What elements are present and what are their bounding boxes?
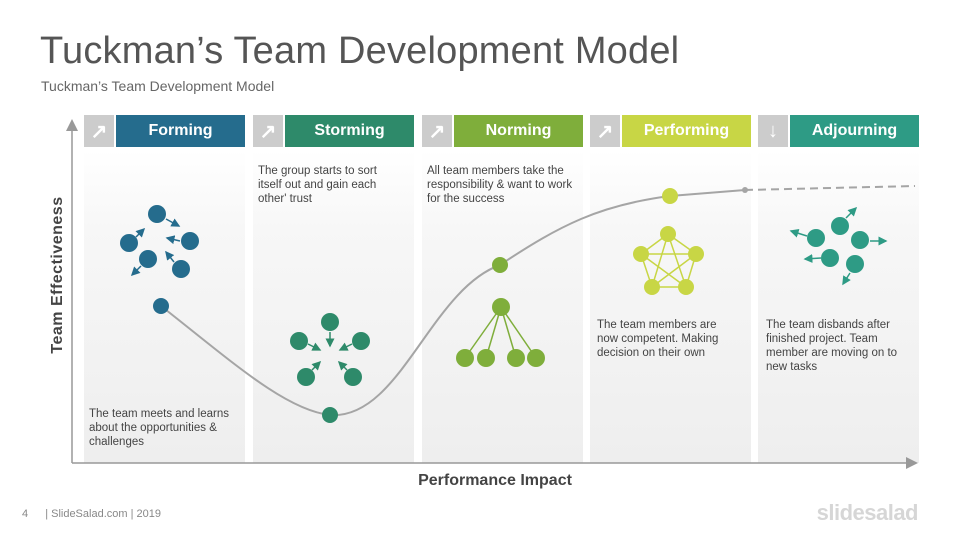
stage-description-adjourning: The team disbands after finished project… (766, 319, 898, 373)
stage-header-adjourning: ↓ Adjourning (758, 115, 919, 147)
slide-title: Tuckman’s Team Development Model (40, 30, 680, 72)
x-axis-label: Performance Impact (418, 472, 572, 489)
stage-header-forming: ↗ Forming (84, 115, 245, 147)
forming-team-icon (120, 205, 199, 278)
stage-description-storming: The group starts to sort itself out and … (258, 165, 377, 205)
stage-label: Adjourning (790, 115, 919, 147)
performance-curve-dashed (744, 185, 916, 191)
stage-column-adjourning (758, 150, 919, 463)
stage-description-norming: All team members take the responsibility… (427, 165, 573, 205)
stage-description-forming: The team meets and learns about the oppo… (89, 408, 229, 448)
page-number: 4 (22, 508, 29, 520)
performance-curve (160, 189, 746, 417)
stage-description-performing: The team members are now competent. Maki… (597, 319, 719, 359)
stage-header-norming: ↗ Norming (422, 115, 583, 147)
brand-logo: slidesalad (816, 500, 919, 525)
performing-network-icon (633, 226, 704, 295)
stage-label: Norming (454, 115, 583, 147)
curve-point-norming (492, 257, 508, 273)
stage-header-performing: ↗ Performing (590, 115, 751, 147)
curve-point-performing (662, 188, 678, 204)
footer: 4 | SlideSalad.com | 2019 (22, 508, 161, 520)
curve-point-forming (153, 298, 169, 314)
arrow-up-right-icon: ↗ (422, 115, 452, 147)
y-axis-label: Team Effectiveness (49, 196, 66, 354)
arrow-up-right-icon: ↗ (84, 115, 114, 147)
curve-point-adjourning (742, 187, 748, 193)
arrow-up-right-icon: ↗ (253, 115, 283, 147)
axes (66, 119, 918, 469)
stage-label: Forming (116, 115, 245, 147)
adjourning-team-icon (789, 206, 888, 286)
footer-text: | SlideSalad.com | 2019 (45, 508, 161, 520)
norming-hierarchy-icon (456, 298, 545, 367)
storming-team-icon (290, 313, 370, 386)
stage-label: Storming (285, 115, 414, 147)
stage-header-storming: ↗ Storming (253, 115, 414, 147)
arrow-down-icon: ↓ (758, 115, 788, 147)
slide-subtitle: Tuckman’s Team Development Model (41, 78, 275, 94)
stage-label: Performing (622, 115, 751, 147)
curve-point-storming (322, 407, 338, 423)
arrow-up-right-icon: ↗ (590, 115, 620, 147)
